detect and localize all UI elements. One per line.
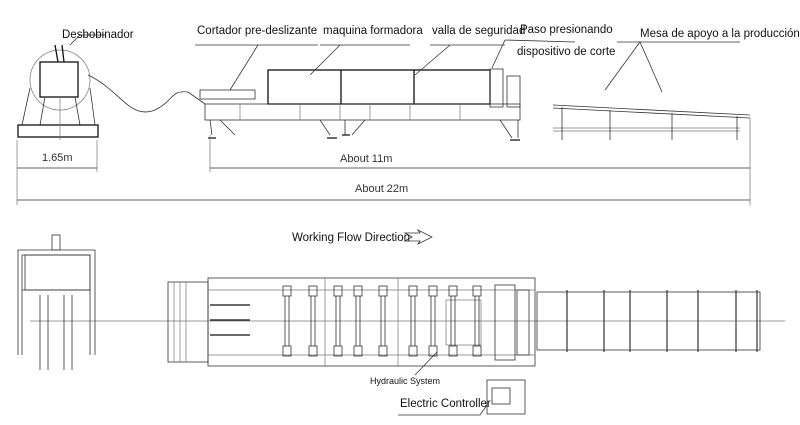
roller-stations	[282, 285, 482, 357]
dim-machine-length: About 11m	[340, 153, 392, 165]
strip-material	[87, 74, 189, 113]
forming-machine-side	[187, 68, 521, 141]
roller-station	[308, 285, 318, 357]
label-decoiler: Desbobinador	[62, 29, 134, 41]
label-runout-table: Mesa de apoyo a la producción	[640, 28, 800, 40]
flow-arrow-icon	[403, 228, 433, 246]
forming-machine-plan	[167, 277, 536, 367]
leader-lines-plan	[398, 351, 488, 416]
label-pre-cutter: Cortador pre-deslizante	[197, 25, 317, 37]
decoiler-plan	[17, 234, 96, 370]
dimension-lines	[16, 118, 751, 205]
electric-controller-label: Electric Controller	[400, 398, 491, 410]
label-safety-fence: valla de seguridad	[432, 25, 525, 37]
dim-decoiler-width: 1.65m	[42, 152, 73, 164]
dim-total-length: About 22m	[355, 183, 408, 195]
roller-station	[378, 285, 388, 357]
label-forming-machine: maquina formadora	[323, 25, 423, 37]
roller-station	[353, 285, 363, 357]
runout-table-side	[552, 41, 751, 140]
hydraulic-system-label: Hydraulic System	[370, 376, 440, 386]
electric-controller-box	[486, 379, 526, 415]
flow-direction-label: Working Flow Direction	[292, 232, 410, 244]
roller-station	[472, 285, 482, 357]
roller-station	[448, 285, 458, 357]
label-cutting-device: dispositivo de corte	[517, 46, 615, 58]
decoiler-side	[17, 34, 105, 140]
roller-station	[282, 285, 292, 357]
roller-station	[408, 285, 418, 357]
electric-controller-panel	[491, 387, 511, 405]
roller-station	[333, 285, 343, 357]
label-press-step: Paso presionando	[520, 24, 613, 36]
runout-table-plan	[536, 290, 761, 352]
